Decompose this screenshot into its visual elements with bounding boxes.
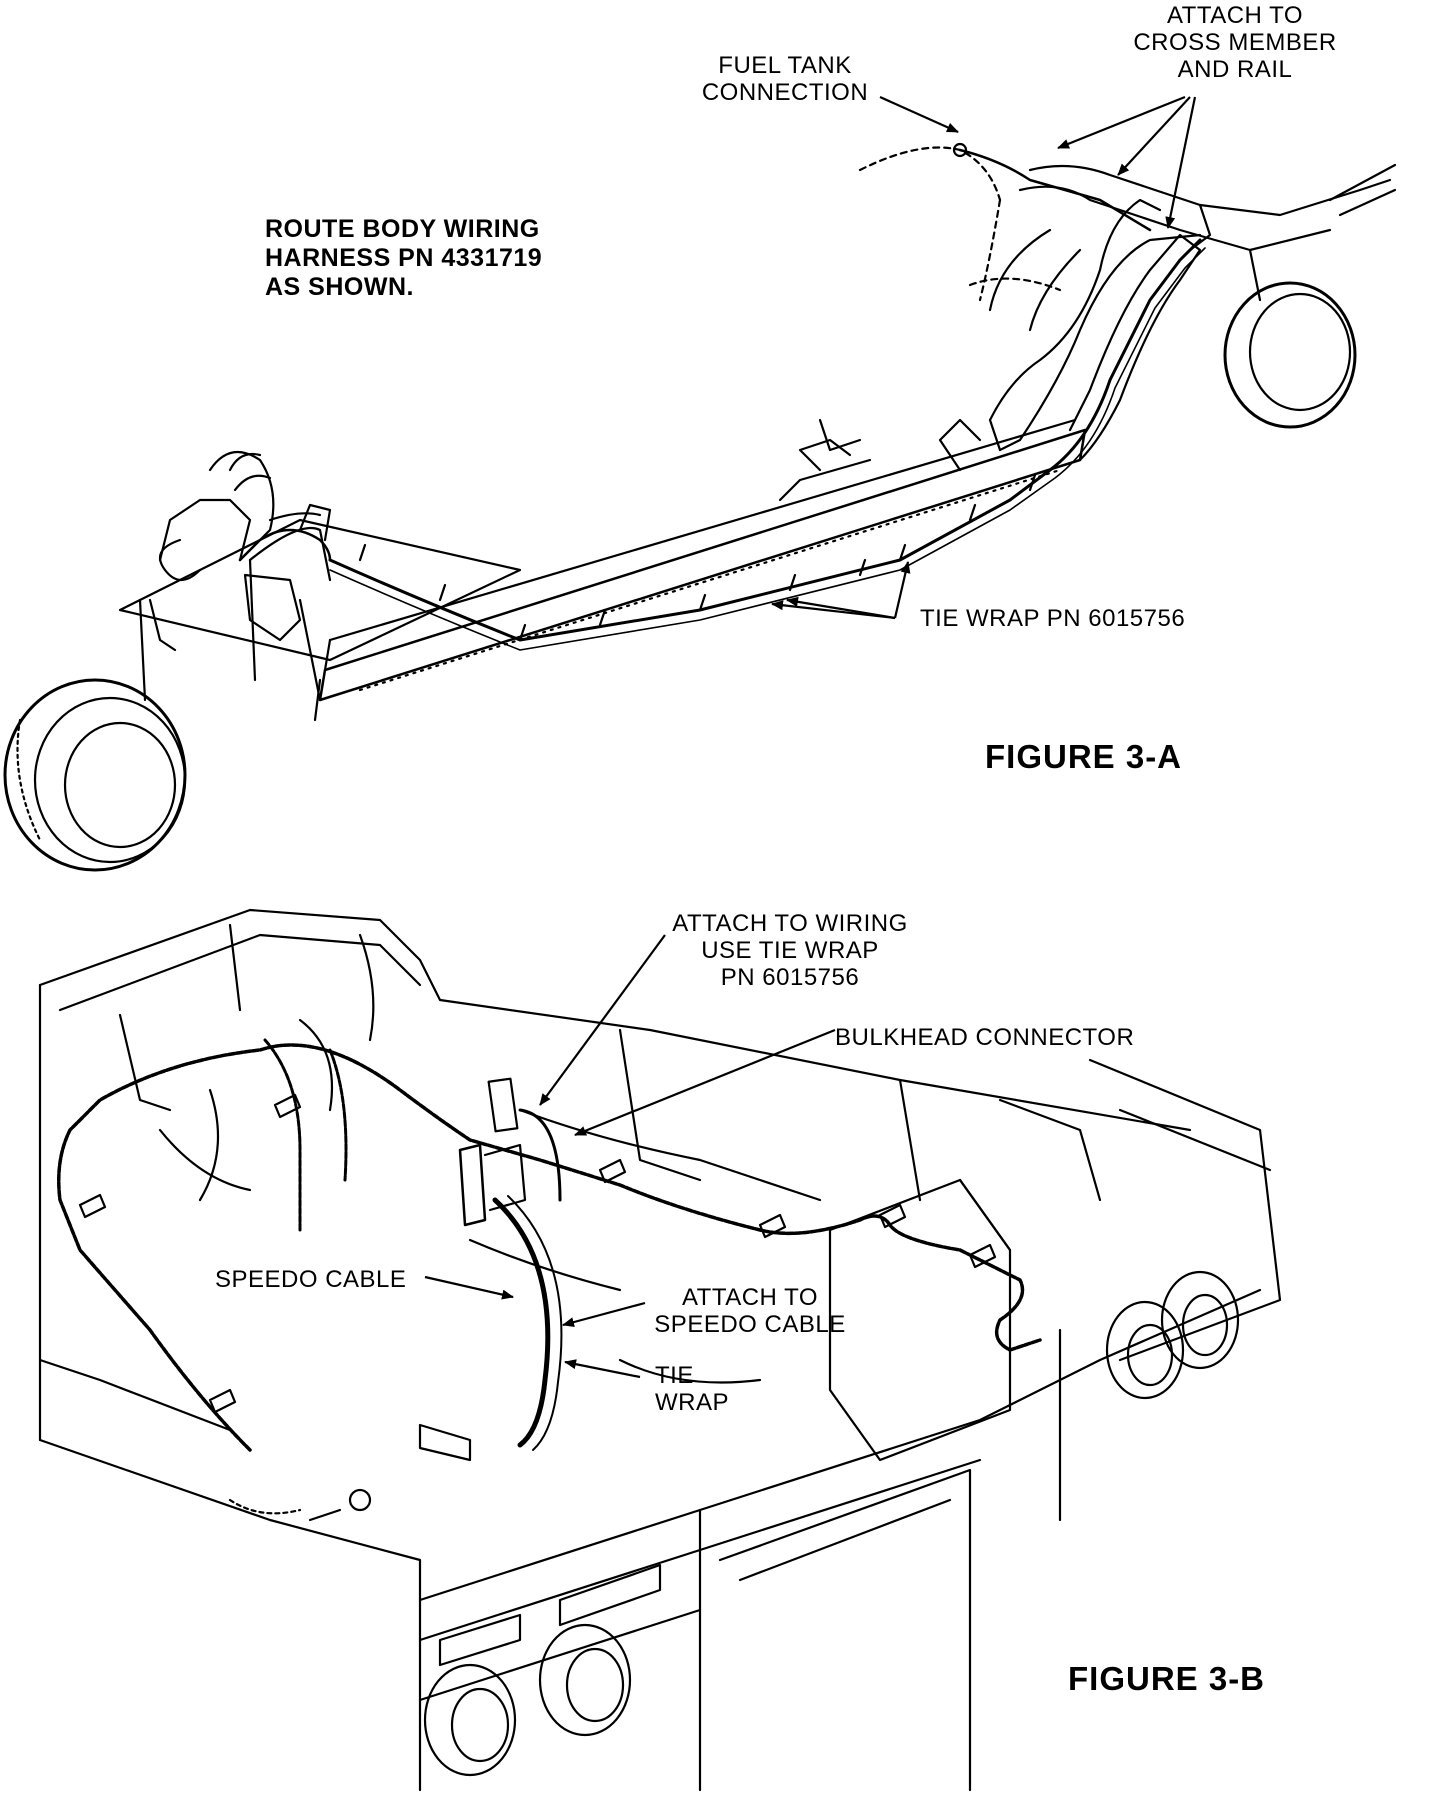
label-tie-wrap-b-line1: TIE [655,1362,694,1389]
figure-b-leaders [424,934,836,1379]
figure-3a-caption: FIGURE 3-A [985,738,1183,775]
label-attach-speedo-line1: ATTACH TO [681,1284,819,1311]
label-route-body-wiring: ROUTE BODY WIRING HARNESS PN 4331719 AS … [265,215,542,302]
label-attach-cross-member-line3: AND RAIL [1177,56,1293,83]
label-attach-cross-member-line1: ATTACH TO [1166,2,1304,29]
label-tie-wrap-b-line2: WRAP [655,1389,729,1416]
label-route-line1: ROUTE BODY WIRING [265,215,540,243]
rear-wheel [1223,281,1357,429]
label-attach-cross-member: ATTACH TO CROSS MEMBER AND RAIL [1125,2,1345,83]
label-attach-cross-member-line2: CROSS MEMBER [1133,29,1337,56]
label-fuel-tank-line2: CONNECTION [701,79,869,106]
label-attach-speedo-line2: SPEEDO CABLE [654,1311,846,1338]
figure-a-leaders [771,95,1197,620]
label-tie-wrap-a: TIE WRAP PN 6015756 [920,605,1186,632]
label-route-line2: HARNESS PN 4331719 [265,244,543,272]
label-attach-wiring-line1: ATTACH TO WIRING [672,910,908,937]
label-attach-wiring-line3: PN 6015756 [720,964,860,991]
label-attach-wiring-line2: USE TIE WRAP [701,937,879,964]
figure-b-engine-bay [38,908,1282,1792]
label-speedo-cable: SPEEDO CABLE [215,1266,407,1293]
label-tie-wrap-b: TIE WRAP [655,1362,729,1416]
label-bulkhead-connector: BULKHEAD CONNECTOR [835,1024,1135,1051]
label-attach-to-speedo-cable: ATTACH TO SPEEDO CABLE [650,1284,850,1338]
figure-3b-caption: FIGURE 3-B [1068,1660,1266,1697]
label-attach-to-wiring: ATTACH TO WIRING USE TIE WRAP PN 6015756 [660,910,920,991]
label-route-line3: AS SHOWN. [265,273,414,301]
label-fuel-tank-line1: FUEL TANK [718,52,852,79]
front-wheel [3,678,187,872]
figure-a-chassis [3,142,1397,872]
label-fuel-tank-connection: FUEL TANK CONNECTION [695,52,875,106]
